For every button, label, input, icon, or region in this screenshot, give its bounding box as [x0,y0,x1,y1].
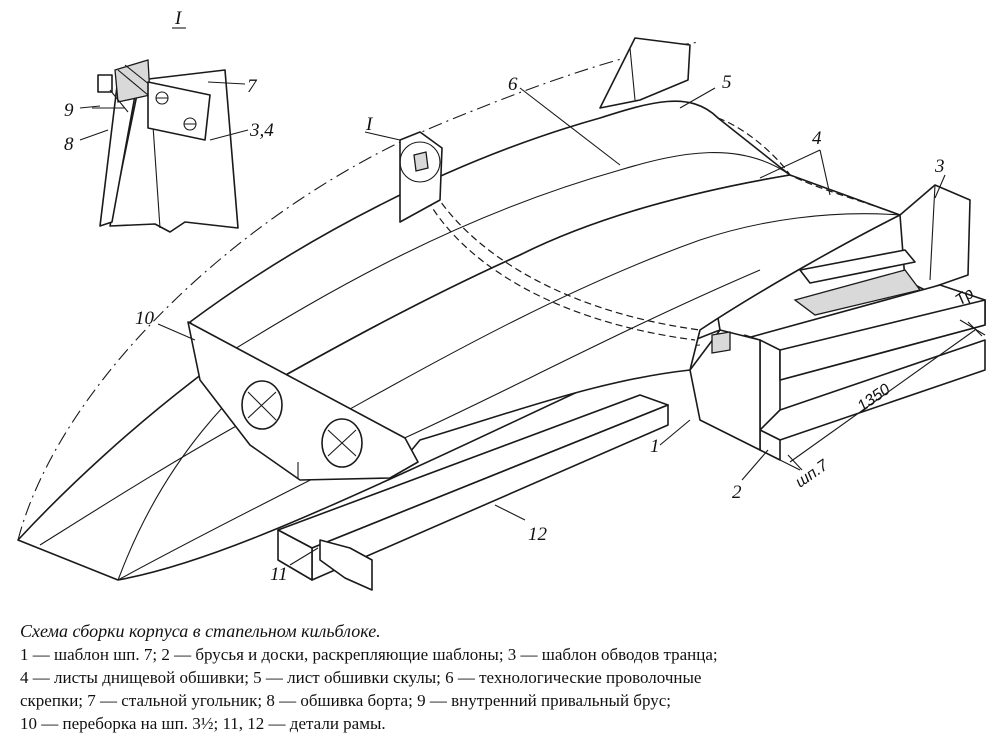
detail-marker-hull: I [365,114,374,135]
label-1: 1 [650,436,660,457]
label-3-4: 3,4 [249,120,274,141]
template-frame-7 [689,329,761,451]
caption-line-3: скрепки; 7 — стальной угольник; 8 — обши… [20,691,672,710]
detail-I-inset [79,27,249,233]
caption-title: Схема сборки корпуса в стапельном кильбл… [20,621,381,641]
caption-line-2: 4 — листы днищевой обшивки; 5 — лист обш… [20,668,702,687]
figure-caption: Схема сборки корпуса в стапельном кильбл… [20,620,980,735]
label-5: 5 [722,72,732,93]
caption-line-4: 10 — переборка на шп. 3½; 11, 12 — детал… [20,714,386,733]
caption-line-1: 1 — шаблон шп. 7; 2 — брусья и доски, ра… [20,645,718,664]
label-7: 7 [247,76,258,97]
hull-assembly-drawing: I I 7 9 8 3,4 6 5 4 3 10 1 2 12 11 1350 … [17,8,986,591]
dimension-1350 [759,319,986,471]
leader-lines [157,87,946,566]
label-12: 12 [528,524,548,545]
frame-beams [277,394,669,591]
label-6: 6 [508,74,518,95]
label-9: 9 [64,100,74,121]
label-10: 10 [135,308,155,329]
bow-template [399,131,443,223]
label-4: 4 [812,128,822,149]
label-2: 2 [732,482,742,503]
bulkhead-10 [187,321,419,481]
detail-marker-inset: I [174,8,183,29]
label-8: 8 [64,134,74,155]
label-11: 11 [270,564,288,585]
station-sh7: шп.7 [793,456,833,491]
label-3: 3 [934,156,945,177]
